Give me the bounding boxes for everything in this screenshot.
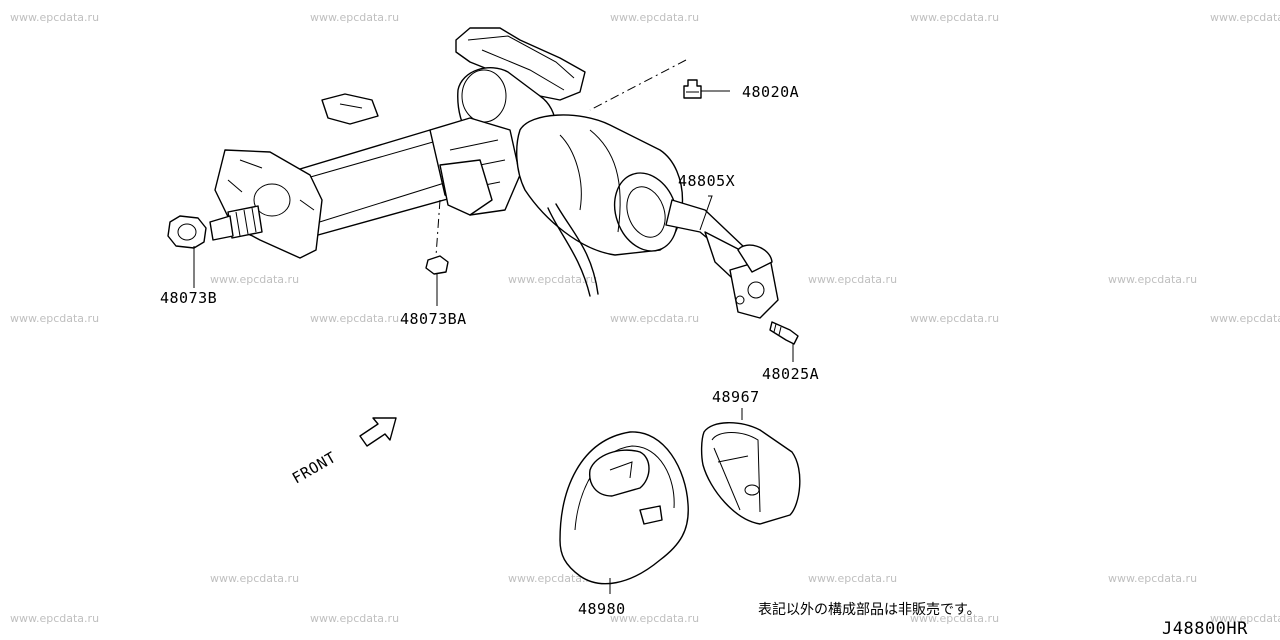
watermark-layer: www.epcdata.ru www.epcdata.ru www.epcdata.… [10, 11, 1280, 625]
diagram-code: J48800HR [1162, 619, 1248, 639]
watermark-text: www.epcdata.ru [610, 612, 699, 625]
part-label-48073B: 48073B [160, 289, 217, 307]
part-label-48025A: 48025A [762, 365, 819, 383]
watermark-text: www.epcdata.ru [808, 273, 897, 286]
watermark-text: www.epcdata.ru [1210, 11, 1280, 24]
watermark-text: www.epcdata.ru [910, 11, 999, 24]
watermark-text: www.epcdata.ru [310, 312, 399, 325]
watermark-text: www.epcdata.ru [10, 312, 99, 325]
watermark-text: www.epcdata.ru [508, 273, 597, 286]
watermark-text: www.epcdata.ru [1210, 612, 1280, 625]
watermark-text: www.epcdata.ru [310, 11, 399, 24]
watermark-text: www.epcdata.ru [1210, 312, 1280, 325]
part-label-48980: 48980 [578, 600, 626, 618]
nut-48073B [167, 215, 207, 249]
steering-column-assembly [209, 27, 779, 319]
cover-48967 [700, 422, 801, 525]
watermark-text: www.epcdata.ru [10, 612, 99, 625]
front-label: FRONT [289, 448, 339, 487]
part-label-48020A: 48020A [742, 83, 799, 101]
watermark-text: www.epcdata.ru [508, 572, 597, 585]
watermark-text: www.epcdata.ru [610, 11, 699, 24]
part-label-48073BA: 48073BA [400, 310, 467, 328]
watermark-text: www.epcdata.ru [210, 273, 299, 286]
watermark-text: www.epcdata.ru [808, 572, 897, 585]
part-label-48805X: 48805X [678, 172, 735, 190]
bolt-48025A [769, 321, 799, 345]
nut-48073BA [425, 255, 449, 275]
bolt-48020A [683, 79, 702, 99]
watermark-text: www.epcdata.ru [610, 312, 699, 325]
cover-48980 [559, 431, 689, 585]
part-label-48967: 48967 [712, 388, 760, 406]
parts-note: 表記以外の構成部品は非販売です。 [758, 601, 981, 618]
watermark-text: www.epcdata.ru [210, 572, 299, 585]
watermark-text: www.epcdata.ru [310, 612, 399, 625]
watermark-text: www.epcdata.ru [1108, 572, 1197, 585]
watermark-text: www.epcdata.ru [1108, 273, 1197, 286]
watermark-text: www.epcdata.ru [910, 312, 999, 325]
front-direction-indicator: FRONT [289, 417, 397, 487]
watermark-text: www.epcdata.ru [910, 612, 999, 625]
watermark-text: www.epcdata.ru [10, 11, 99, 24]
